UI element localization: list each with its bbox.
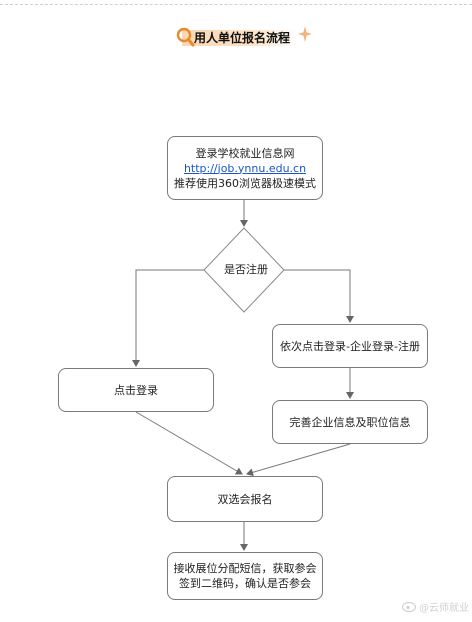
watermark-text: @云师就业 (419, 602, 469, 614)
login-node: 点击登录 (58, 368, 214, 412)
final-node: 接收展位分配短信，获取参会 签到二维码，确认是否参会 (167, 552, 323, 600)
page-title: 用人单位报名流程 (194, 31, 291, 45)
arrow-complete-to-signup (246, 443, 351, 477)
start-line-1: 登录学校就业信息网 (195, 146, 295, 160)
register-node: 依次点击登录-企业登录-注册 (272, 324, 428, 368)
job-site-link[interactable]: http://job.ynnu.edu.cn (183, 161, 307, 175)
arrow-decision-to-login (132, 269, 204, 367)
watermark: @云师就业 (402, 598, 469, 614)
start-line-3: 推荐使用360浏览器极速模式 (174, 176, 316, 190)
final-line-2: 签到二维码，确认是否参会 (179, 577, 311, 590)
login-label: 点击登录 (114, 383, 158, 397)
signup-label: 双选会报名 (217, 492, 273, 506)
final-line-1: 接收展位分配短信，获取参会 (173, 562, 317, 575)
decision-label: 是否注册 (224, 263, 268, 276)
decision-diamond (203, 227, 285, 313)
weibo-icon (402, 601, 416, 612)
title-highlight (182, 30, 298, 46)
start-node: 登录学校就业信息网 http://job.ynnu.edu.cn 推荐使用360… (167, 136, 323, 200)
signup-node: 双选会报名 (167, 476, 323, 522)
sparkle-icon (298, 26, 312, 42)
complete-info-node: 完善企业信息及职位信息 (272, 400, 428, 444)
register-label: 依次点击登录-企业登录-注册 (280, 339, 420, 353)
title-banner: 用人单位报名流程 (176, 26, 312, 48)
arrow-decision-to-register (284, 269, 354, 323)
complete-info-label: 完善企业信息及职位信息 (289, 415, 411, 429)
top-dashed-border (0, 4, 472, 5)
magnifier-icon (176, 27, 195, 47)
arrow-login-to-signup (135, 411, 243, 475)
